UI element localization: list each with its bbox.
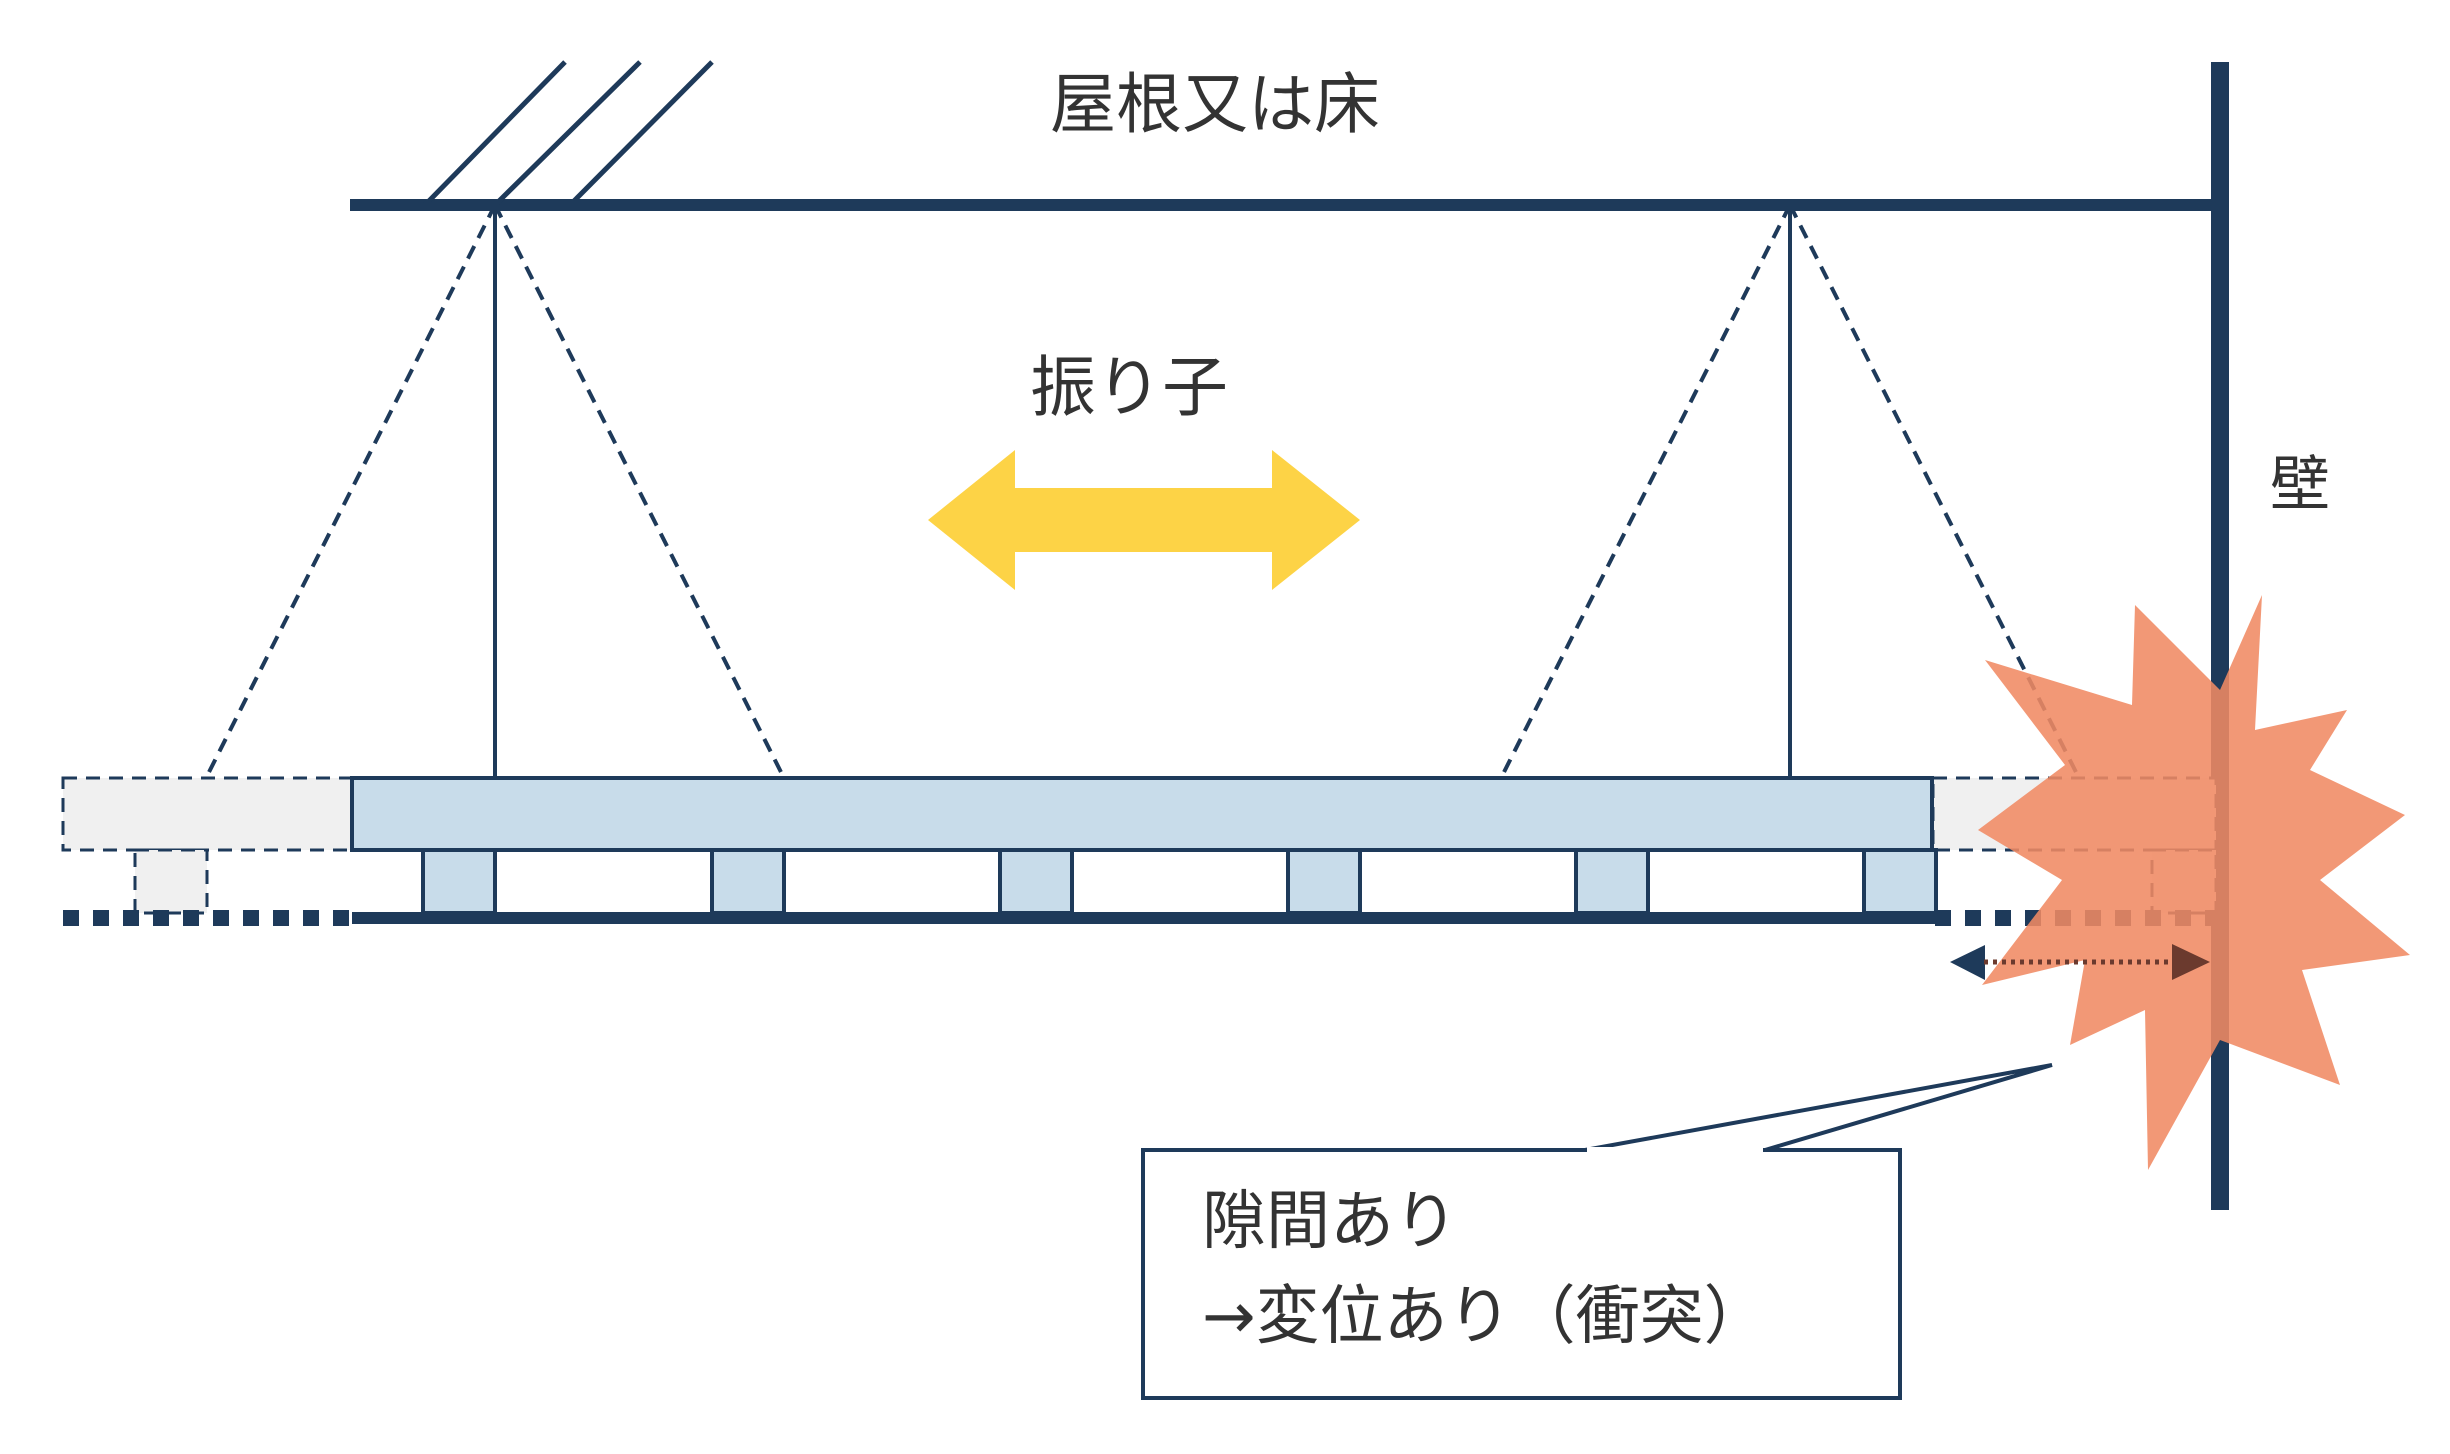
wall-label: 壁 [2270, 450, 2330, 520]
ghost-ceiling-left [61, 776, 355, 926]
ceiling-spacer-blocks [421, 848, 1938, 915]
hanger-rods [493, 205, 1792, 780]
callout-gap-text: 隙間あり [1202, 1185, 1458, 1259]
collision-burst-icon [1978, 595, 2410, 1170]
gap-double-arrow-icon [1950, 944, 2210, 980]
callout-displacement-text: →変位あり（衝突） [1202, 1280, 1768, 1354]
pendulum-label: 振り子 [1030, 349, 1228, 426]
ceiling-deck [350, 776, 1934, 852]
double-headed-arrow-icon [928, 450, 1360, 590]
fixed-support-hatch [423, 60, 714, 207]
callout-pointer [1584, 1063, 2053, 1152]
roof-or-floor-label: 屋根又は床 [1050, 66, 1380, 143]
callout-box [1141, 1148, 1902, 1400]
